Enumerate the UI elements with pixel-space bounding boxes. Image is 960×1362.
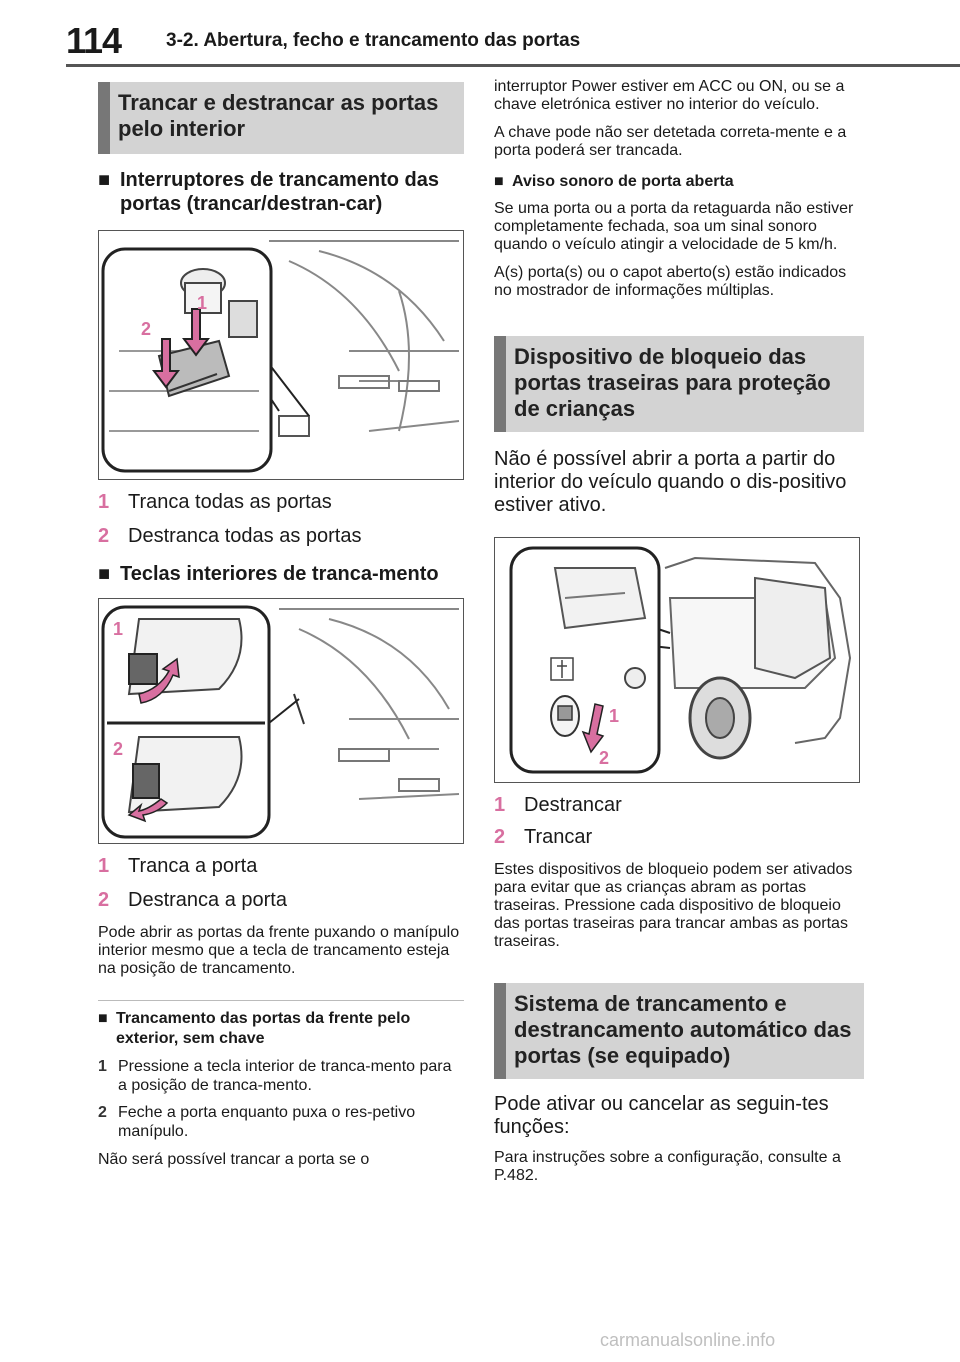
bullet-square: ■ [98, 563, 111, 585]
item-text: Destrancar [524, 794, 622, 816]
bullet-square: ■ [98, 1010, 108, 1027]
callout-1: 1 [197, 293, 207, 313]
child-lock-illustration: 1 2 [509, 546, 852, 774]
callout-2: 2 [599, 748, 609, 768]
bullet-square: ■ [98, 169, 111, 191]
list-item: 1 Pressione a tecla interior de tranca-m… [98, 1057, 464, 1095]
item-text: Feche a porta enquanto puxa o res-petivo… [118, 1104, 416, 1140]
figure-child-lock: 1 2 [494, 537, 860, 783]
left-column: Trancar e destrancar as portas pelo inte… [98, 82, 464, 1169]
page-number: 114 [66, 20, 122, 61]
section-title-auto-lock: Sistema de trancamento e destrancamento … [494, 983, 864, 1079]
subheading-text: Teclas interiores de tranca-mento [120, 563, 439, 585]
callout-1: 1 [609, 706, 619, 726]
item-number: 2 [98, 1104, 107, 1121]
paragraph-front-doors-note: Pode abrir as portas da frente puxando o… [98, 924, 460, 977]
paragraph-display: A(s) porta(s) ou o capot aberto(s) estão… [494, 264, 847, 299]
list-item: 2 Destranca a porta [98, 888, 464, 912]
list-lock-from-outside: 1 Pressione a tecla interior de tranca-m… [98, 1057, 464, 1141]
item-number: 1 [98, 491, 110, 513]
paragraph-continued: interruptor Power estiver em ACC ou ON, … [494, 78, 845, 113]
item-text: Pressione a tecla interior de tranca-men… [118, 1058, 452, 1094]
item-text: Tranca todas as portas [128, 491, 332, 513]
section-title-child-lock: Dispositivo de bloqueio das portas trase… [494, 336, 864, 432]
item-number: 2 [494, 826, 506, 848]
bullet-square: ■ [494, 173, 504, 190]
list-item: 2 Trancar [494, 825, 864, 849]
item-text: Tranca a porta [128, 855, 258, 877]
paragraph-cannot-lock: Não será possível trancar a porta se o [98, 1151, 370, 1168]
subheading-inside-lock-buttons: ■ Teclas interiores de tranca-mento [98, 562, 464, 586]
divider [98, 1000, 464, 1001]
item-number: 2 [98, 525, 110, 547]
subheading-door-open-buzzer: ■ Aviso sonoro de porta aberta [494, 172, 864, 192]
paragraph-buzzer: Se uma porta ou a porta da retaguarda nã… [494, 200, 854, 253]
paragraph-settings-ref: Para instruções sobre a configuração, co… [494, 1149, 841, 1184]
list-item: 1 Destrancar [494, 793, 864, 817]
subheading-text: Aviso sonoro de porta aberta [512, 173, 734, 190]
item-number: 2 [98, 889, 110, 911]
item-number: 1 [494, 794, 506, 816]
list-item: 1 Tranca a porta [98, 854, 464, 878]
paragraph-auto-lock: Pode ativar ou cancelar as seguin-tes fu… [494, 1093, 829, 1138]
list-inside-lock-buttons: 1 Tranca a porta 2 Destranca a porta [98, 854, 464, 912]
callout-2: 2 [113, 739, 123, 759]
inside-lock-button-illustration: 1 2 [101, 605, 460, 839]
subheading-lock-switches: ■ Interruptores de trancamento das porta… [98, 168, 464, 216]
chapter-title: 3-2. Abertura, fecho e trancamento das p… [166, 30, 581, 51]
figure-inside-lock-buttons: 1 2 [98, 598, 464, 844]
paragraph-child-lock-usage: Estes dispositivos de bloqueio podem ser… [494, 861, 853, 950]
item-text: Destranca a porta [128, 889, 287, 911]
subheading-lock-from-outside: ■ Trancamento das portas da frente pelo … [98, 1009, 464, 1049]
watermark: carmanualsonline.info [600, 1330, 776, 1350]
subheading-text: Interruptores de trancamento das portas … [120, 169, 439, 215]
callout-2: 2 [141, 319, 151, 339]
item-text: Trancar [524, 826, 593, 848]
right-column: interruptor Power estiver em ACC ou ON, … [494, 78, 864, 1185]
list-child-lock: 1 Destrancar 2 Trancar [494, 793, 864, 849]
list-item: 1 Tranca todas as portas [98, 490, 464, 514]
paragraph-key-detection: A chave pode não ser detetada correta-me… [494, 124, 847, 159]
section-title-lock-from-inside: Trancar e destrancar as portas pelo inte… [98, 82, 464, 154]
header-rule [66, 64, 960, 67]
list-item: 2 Destranca todas as portas [98, 524, 464, 548]
callout-1: 1 [113, 619, 123, 639]
paragraph-child-lock: Não é possível abrir a porta a partir do… [494, 448, 847, 516]
item-text: Destranca todas as portas [128, 525, 362, 547]
item-number: 1 [98, 855, 110, 877]
item-number: 1 [98, 1058, 107, 1075]
list-item: 2 Feche a porta enquanto puxa o res-peti… [98, 1103, 464, 1141]
door-lock-switch-illustration: 1 2 [101, 240, 460, 473]
list-lock-switches: 1 Tranca todas as portas 2 Destranca tod… [98, 490, 464, 548]
subheading-text: Trancamento das portas da frente pelo ex… [116, 1010, 411, 1047]
figure-door-lock-switches: 1 2 [98, 230, 464, 480]
